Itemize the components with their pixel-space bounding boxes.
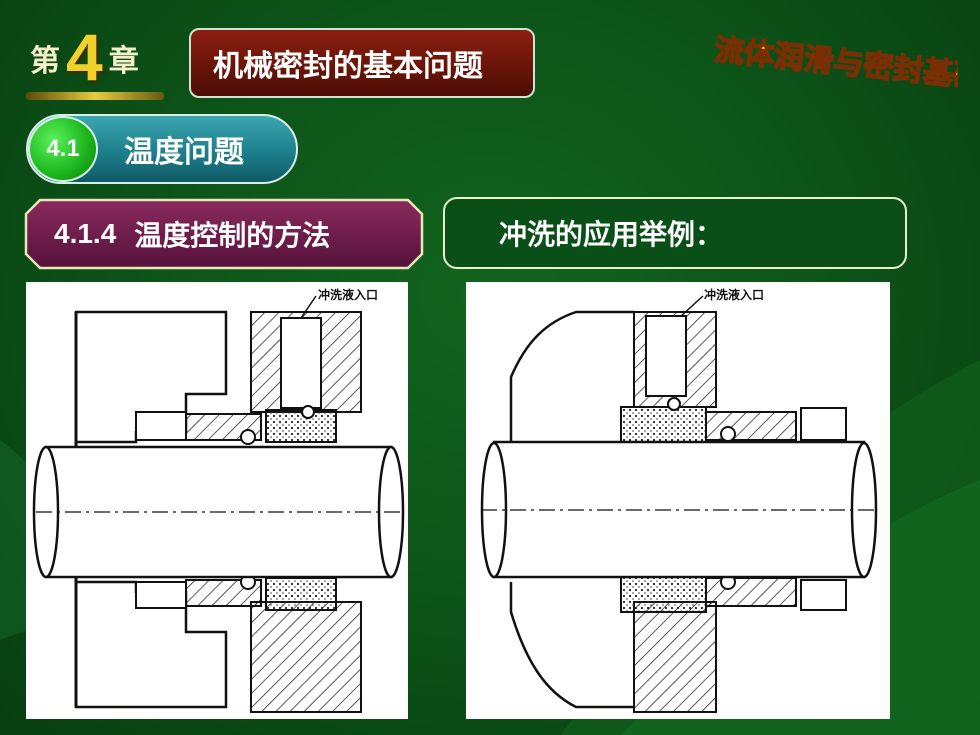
example-note: 冲洗的应用举例： [443,197,907,269]
page-title-box: 机械密封的基本问题 [189,28,535,98]
section-pill: 4.1 温度问题 [26,114,298,184]
section-title: 温度问题 [124,135,244,170]
chapter-underline [26,92,164,100]
chapter-marker: 第 4 章 [30,20,139,90]
subsection-number: 4.1.4 [54,218,117,249]
subsection-shape [24,198,424,270]
chapter-prefix: 第 [30,44,60,79]
section-number: 4.1 [46,135,80,162]
seal-drawing-right: 冲洗液入口 [466,282,890,719]
subsection-title: 温度控制的方法 [134,219,331,252]
section-number-badge: 4.1 [28,116,98,182]
chapter-suffix: 章 [108,44,139,79]
course-logo: 流体润滑与密封基础 [708,20,980,102]
flush-inlet-label-left: 冲洗液入口 [318,287,378,302]
seal-drawing-left: 冲洗液入口 [26,282,408,719]
flush-inlet-label-right: 冲洗液入口 [704,287,764,302]
example-note-text: 冲洗的应用举例： [499,218,724,251]
subsection-box: 4.1.4 温度控制的方法 [24,198,424,274]
page-title: 机械密封的基本问题 [213,49,483,84]
chapter-number: 4 [66,20,103,94]
logo-text: 流体润滑与密封基础 [712,33,958,96]
